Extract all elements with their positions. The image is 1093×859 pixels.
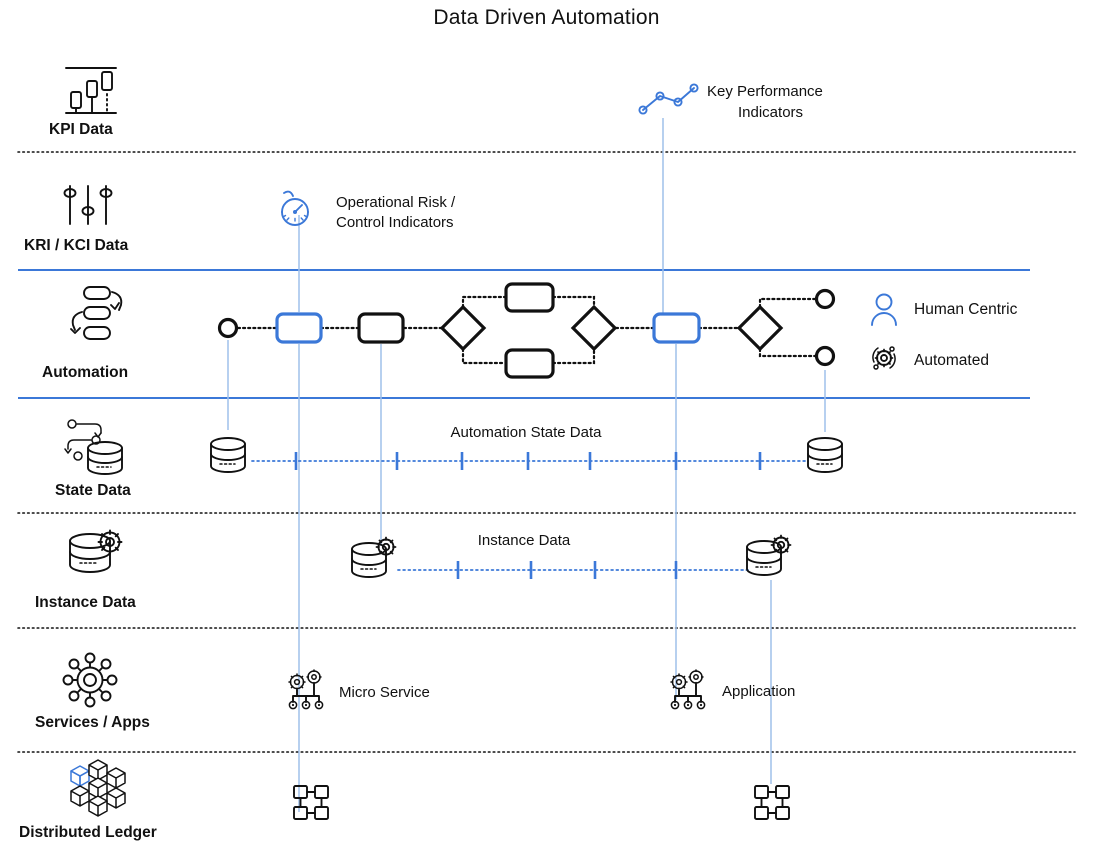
flow-node-end-1[interactable] [814, 288, 836, 310]
annotation-micro-service: Micro Service [339, 684, 430, 701]
services-hub-icon [62, 652, 118, 708]
row-label-ledger: Distributed Ledger [19, 824, 157, 841]
person-icon [871, 293, 897, 326]
ledger-node-icon-left [293, 785, 329, 820]
timeline-instance-data [397, 561, 749, 579]
row-label-automation: Automation [42, 364, 129, 381]
annotation-kri-line1: Operational Risk / [336, 194, 456, 211]
annotation-kpi-line2: Indicators [738, 104, 804, 121]
state-db-instance-left [210, 437, 246, 473]
row-label-kpi: KPI Data [49, 121, 113, 138]
annotation-kpi-line1: Key Performance [707, 83, 823, 100]
state-db-instance-right [807, 437, 843, 473]
row-label-services: Services / Apps [35, 714, 150, 731]
annotation-application: Application [722, 683, 796, 700]
gauge-icon [281, 190, 309, 226]
flow-node-gateway-3[interactable] [736, 304, 784, 352]
timeline-label-automation-state-data: Automation State Data [450, 424, 602, 441]
state-database-icon [64, 419, 123, 475]
timeline-label-instance-data: Instance Data [477, 532, 571, 549]
flow-node-gateway-2[interactable] [570, 304, 618, 352]
flow-node-start[interactable] [217, 317, 239, 339]
row-separators [17, 151, 1076, 753]
flow-node-task-auto-3[interactable] [504, 348, 555, 379]
automated-gear-icon [872, 346, 896, 370]
flow-node-task-human-2[interactable] [652, 312, 701, 344]
distributed-ledger-icon [70, 759, 126, 817]
kpi-bars-icon [65, 67, 117, 114]
flow-edges [236, 295, 817, 365]
legend-label-automated: Automated [914, 352, 989, 369]
flow-node-gateway-1[interactable] [439, 304, 487, 352]
application-icon [670, 669, 706, 710]
timeline-automation-state-data [251, 452, 807, 470]
instance-db-left [351, 536, 397, 578]
automation-flow [217, 282, 836, 379]
flow-node-task-auto-2[interactable] [504, 282, 555, 313]
row-label-kri: KRI / KCI Data [24, 237, 129, 254]
annotation-kri-line2: Control Indicators [336, 214, 454, 231]
sliders-icon [63, 185, 113, 225]
instance-db-right [746, 534, 792, 576]
line-chart-icon [638, 83, 699, 115]
micro-service-icon [288, 669, 324, 710]
vertical-connectors [227, 118, 826, 812]
flow-node-task-auto-1[interactable] [357, 312, 405, 344]
row-label-instance: Instance Data [35, 594, 136, 611]
instance-database-icon [69, 529, 123, 573]
ledger-node-icon-right [754, 785, 790, 820]
page-title: Data Driven Automation [433, 6, 660, 29]
flow-node-end-2[interactable] [814, 345, 836, 367]
row-label-state: State Data [55, 482, 131, 499]
automation-loop-icon [70, 286, 123, 340]
flow-node-task-human-1[interactable] [275, 312, 323, 344]
legend-label-human-centric: Human Centric [914, 301, 1018, 318]
